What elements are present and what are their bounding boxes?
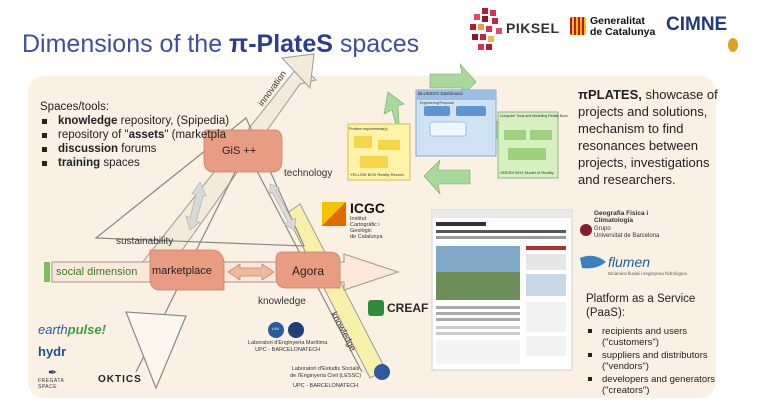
title-brand: π-PlateS (229, 30, 333, 58)
spaces-item-discussion: discussion forums (40, 142, 250, 156)
spaces-item-training: training spaces (40, 156, 250, 170)
creaf-logo: CREAF (368, 298, 428, 320)
flumen-wave-icon (580, 255, 606, 269)
icgc-fullname: Institut Cartogràfic i Geològic de Catal… (350, 216, 383, 240)
social-dimension-label: social dimension (56, 266, 138, 278)
icgc-name: ICGC (350, 200, 385, 216)
generalitat-line-1: Generalitat (590, 15, 645, 27)
flumen-logo: flumen Dinàmica fluvial i enginyeria hid… (578, 254, 688, 282)
flumen-subtitle: Dinàmica fluvial i enginyeria hidrològic… (608, 271, 687, 276)
cimne-logo: CIMNE (666, 10, 756, 54)
ub-group-line-2: Climatologia (594, 217, 634, 224)
ub-group-line-1: Geografia Física i (594, 210, 649, 217)
piksel-mosaic-icon (470, 8, 502, 50)
slide-title: Dimensions of the π-PlateS spaces (22, 30, 419, 59)
title-prefix: Dimensions of the (22, 30, 230, 58)
spaces-heading: Spaces/tools: (40, 101, 110, 113)
piksel-logo: PIKSEL (468, 6, 564, 54)
gis-agora-arrow (269, 183, 297, 231)
bluebox-sub-label: Engineering/Proposal (420, 101, 454, 105)
creaf-mark-icon (368, 300, 384, 316)
box-model-figure (347, 62, 559, 196)
lim-logo-text: Laboratori d'Enginyeria Marítima UPC - B… (248, 340, 328, 353)
senyera-icon (570, 17, 586, 35)
down-arrow (125, 311, 187, 390)
lessc-logo-text: Laboratori d'Estudis Socials de l'Enginy… (290, 366, 362, 389)
bluebox-label: BLUEBOX Dashboard (418, 91, 463, 96)
spaces-items: knowledge repository, (Spipedia) reposit… (40, 114, 250, 170)
generalitat-logo-text: Generalitat de Catalunya (590, 16, 655, 38)
ub-group-line-4: Universitat de Barcelona (594, 233, 660, 239)
gis-label: GiS ++ (222, 145, 257, 157)
upc-logo-icon (288, 322, 304, 338)
ub-seal-icon (580, 224, 592, 236)
marketplace-node (149, 249, 225, 291)
ub-group-line-3: Grupo (594, 226, 611, 232)
fregata-logo: ✒ FREGATA SPACE (38, 366, 82, 390)
earthpulse-logo: earthpulse! (38, 322, 106, 337)
marketplace-label: marketplace (152, 265, 212, 277)
creaf-name: CREAF (387, 301, 429, 315)
lim-abbr: LIM (272, 326, 279, 331)
paas-item-customers: recipients and users ("customers") (586, 326, 726, 348)
generalitat-line-2: de Catalunya (590, 26, 656, 38)
gis-market-arrow (185, 181, 207, 231)
platform-screenshot (431, 209, 573, 371)
sustainability-label: sustainability (116, 236, 174, 247)
agora-node (275, 251, 341, 289)
social-dimension-bar-mark (44, 262, 50, 282)
technology-label: technology (284, 168, 333, 179)
cimne-mark-icon (728, 38, 738, 52)
ub-geography-logo: Geografia Física i Climatologia Grupo Un… (578, 210, 682, 248)
oktics-logo: OKTICS (98, 374, 142, 385)
flumen-name: flumen (608, 254, 651, 270)
piplates-description: πPLATES, showcase of projects and soluti… (578, 87, 718, 187)
yellowbox-label: YELLOW BOX Reality Record (350, 172, 404, 177)
partner-logos-top: PIKSEL Generalitat de Catalunya CIMNE (468, 6, 758, 58)
greenbox-sub-label: Computer Tools and Modelling Reality Box… (500, 114, 568, 118)
lim-logo-icon (268, 322, 284, 338)
cimne-logo-text: CIMNE (666, 14, 728, 35)
bird-icon: ✒ (48, 367, 58, 379)
paas-section: Platform as a Service (PaaS): recipients… (586, 292, 726, 398)
piksel-logo-text: PIKSEL (506, 20, 560, 36)
icgc-mark-icon (322, 202, 346, 226)
hydr-logo: hydr (38, 344, 67, 359)
yellowbox-sub-label: Problem requirements(s) (349, 127, 388, 131)
title-suffix: spaces (332, 30, 420, 58)
paas-item-creators: developers and generators ("creators") (586, 374, 726, 396)
greenbox-label: GREEN BOX Model of Reality (500, 170, 554, 175)
market-agora-arrow (227, 263, 275, 281)
gis-node (203, 129, 283, 173)
spaces-item-assets: repository of "assets" (marketpla (40, 128, 250, 142)
agora-label: Agora (292, 264, 325, 278)
paas-heading: Platform as a Service (PaaS): (586, 293, 696, 319)
paas-item-vendors: suppliers and distributors ("vendors") (586, 350, 726, 372)
spaces-tools-list: Spaces/tools: knowledge repository, (Spi… (40, 100, 250, 170)
icgc-logo: ICGC Institut Cartogràfic i Geològic de … (322, 200, 402, 240)
paas-items: recipients and users ("customers") suppl… (586, 326, 726, 396)
spaces-item-knowledge: knowledge repository, (Spipedia) (40, 114, 250, 128)
lessc-logo-icon (374, 364, 390, 380)
innovation-arrow-head (280, 53, 315, 90)
fregata-text: FREGATA SPACE (38, 378, 65, 390)
generalitat-logo: Generalitat de Catalunya (570, 14, 662, 48)
knowledge-label: knowledge (258, 296, 306, 307)
